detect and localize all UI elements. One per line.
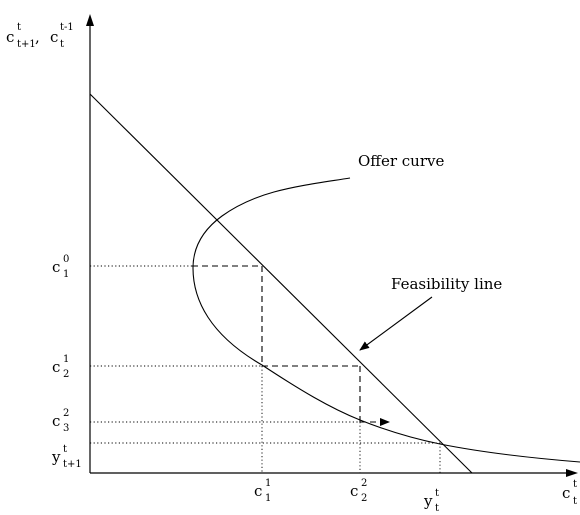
x-axis-label: c t t xyxy=(562,479,577,507)
svg-text:t: t xyxy=(435,503,439,514)
svg-text:2: 2 xyxy=(361,478,367,489)
svg-text:t+1: t+1 xyxy=(17,39,36,50)
svg-text:3: 3 xyxy=(63,423,69,434)
svg-text:c: c xyxy=(6,28,14,46)
svg-text:2: 2 xyxy=(361,493,367,504)
svg-text:1: 1 xyxy=(265,493,271,504)
svg-text:c: c xyxy=(562,484,570,502)
svg-text:c: c xyxy=(52,358,60,376)
svg-text:t-1: t-1 xyxy=(60,22,74,33)
offer-curve-label: Offer curve xyxy=(358,152,444,170)
svg-text:2: 2 xyxy=(63,408,69,419)
y-tick-c10: c 0 1 xyxy=(52,254,69,280)
svg-text:c: c xyxy=(254,482,262,500)
feasibility-pointer-arrow xyxy=(359,296,433,351)
dotted-guides xyxy=(90,265,441,473)
svg-text:,: , xyxy=(35,28,40,46)
svg-text:c: c xyxy=(350,482,358,500)
svg-text:0: 0 xyxy=(63,254,69,265)
y-axis-arrow-icon xyxy=(86,14,94,26)
x-tick-c22: c 2 2 xyxy=(350,478,367,504)
svg-text:c: c xyxy=(50,28,58,46)
feasibility-line-label: Feasibility line xyxy=(391,275,502,293)
y-tick-c32: c 2 3 xyxy=(52,408,69,434)
iteration-arrow-icon xyxy=(380,418,390,426)
feasibility-line xyxy=(89,93,473,474)
svg-text:y: y xyxy=(423,492,433,510)
svg-text:1: 1 xyxy=(265,478,271,489)
svg-text:t: t xyxy=(573,496,577,507)
x-tick-c11: c 1 1 xyxy=(254,478,271,504)
svg-text:t: t xyxy=(63,444,67,455)
y-tick-yt1: y t t+1 xyxy=(51,444,82,470)
svg-text:2: 2 xyxy=(63,369,69,380)
svg-text:t: t xyxy=(435,488,439,499)
svg-text:y: y xyxy=(51,448,61,466)
svg-text:1: 1 xyxy=(63,269,69,280)
iteration-path xyxy=(192,265,382,423)
y-axis-label: c t t+1 , c t-1 t xyxy=(6,22,74,50)
svg-text:t: t xyxy=(60,39,64,50)
x-tick-yt: y t t xyxy=(423,488,439,514)
svg-text:c: c xyxy=(52,412,60,430)
svg-text:t: t xyxy=(573,479,577,490)
svg-text:1: 1 xyxy=(63,354,69,365)
svg-text:c: c xyxy=(52,258,60,276)
svg-text:t+1: t+1 xyxy=(63,459,82,470)
svg-text:t: t xyxy=(17,22,21,33)
x-axis-arrow-icon xyxy=(566,469,578,477)
offer-curve xyxy=(192,177,580,463)
y-tick-c21: c 1 2 xyxy=(52,354,69,380)
